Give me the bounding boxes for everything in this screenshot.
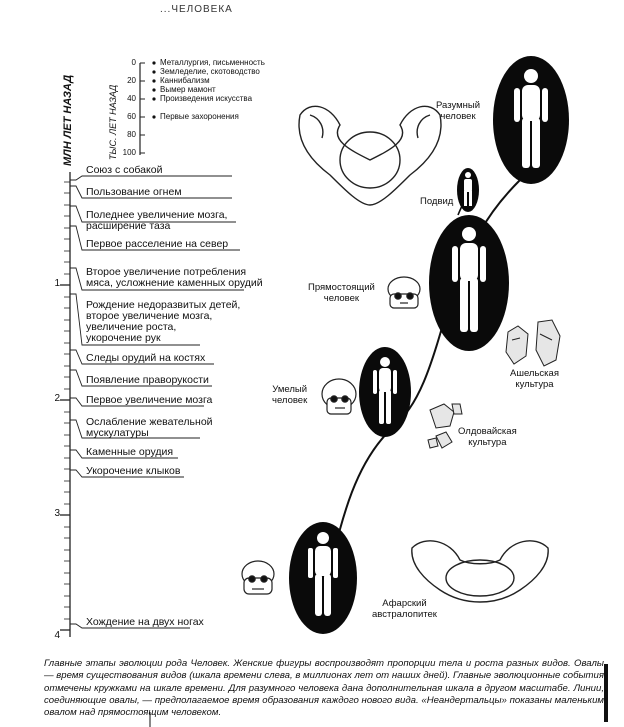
event-label: Ослабление жевательной мускулатуры	[86, 416, 213, 439]
pelvis-sapiens	[298, 105, 442, 206]
stage-label-afarensis: Афарский австралопитек	[372, 598, 437, 620]
small-event-4: Вымер мамонт	[160, 85, 216, 94]
small-axis-tick-20: 20	[127, 76, 136, 85]
oval-afarensis	[289, 522, 357, 634]
skull-habilis	[321, 378, 357, 415]
stage-label-erectus: Прямостоящий человек	[308, 282, 375, 304]
figure-caption: Главные этапы эволюции рода Человек. Жен…	[44, 658, 604, 719]
stage-label-podvid: Подвид	[420, 196, 454, 207]
small-axis-tick-60: 60	[127, 112, 136, 121]
event-label: Следы орудий на костях	[86, 352, 206, 364]
event-label: Каменные орудия	[86, 446, 174, 458]
event-label: Рождение недоразвитых детей, второе увел…	[86, 299, 241, 344]
event-line-8	[70, 369, 212, 387]
event-line-11	[70, 449, 178, 459]
pelvis-afarensis	[411, 540, 549, 603]
stage-label-habilis: Умелый человек	[272, 384, 308, 406]
event-label: Поледнее увеличение мозга, расширение та…	[86, 209, 228, 232]
main-axis-label: МЛН ЛЕТ НАЗАД	[62, 74, 74, 166]
oval-podvid	[457, 168, 479, 212]
event-line-12	[70, 469, 184, 478]
event-connectors	[70, 175, 244, 629]
main-axis-tick-4: 4	[54, 630, 60, 641]
main-axis-tick-3: 3	[54, 508, 60, 519]
main-axis-tick-1: 1	[54, 278, 60, 289]
event-line-5	[70, 267, 244, 291]
page-edge	[604, 664, 608, 722]
small-axis-tick-40: 40	[127, 94, 136, 103]
event-line-4	[70, 225, 240, 251]
event-label: Второе увеличение потребления мяса, усло…	[86, 266, 263, 289]
main-axis-minor-ticks	[64, 181, 70, 620]
event-line-6	[70, 293, 200, 346]
skull-erectus	[387, 276, 421, 309]
skull-afarensis	[241, 560, 275, 595]
tools-acheulean	[505, 319, 561, 367]
stage-label-sapiens: Разумный человек	[436, 100, 481, 122]
tools-olduvai	[427, 403, 463, 449]
event-line-3	[70, 205, 236, 223]
event-label: Пользование огнем	[86, 186, 182, 198]
event-label: Появление праворукости	[86, 374, 209, 386]
oval-sapiens	[493, 56, 569, 184]
small-axis-tick-0: 0	[131, 58, 136, 67]
event-line-10	[70, 419, 200, 439]
event-line-7	[70, 349, 214, 365]
oval-erectus	[429, 215, 509, 351]
small-event-6: Первые захоронения	[160, 112, 239, 121]
event-line-1	[70, 175, 232, 181]
event-line-9	[70, 397, 204, 407]
small-axis-ticks	[140, 62, 145, 154]
small-event-3: Каннибализм	[160, 76, 210, 85]
small-event-1: Металлургия, письменность	[160, 58, 265, 67]
oval-habilis	[359, 347, 411, 437]
small-event-5: Произведения искусства	[160, 94, 253, 103]
main-axis-tick-2: 2	[54, 393, 60, 404]
event-label: Первое расселение на север	[86, 238, 229, 250]
main-axis-major-ticks	[60, 284, 70, 631]
culture-label-olduvai: Олдовайская культура	[458, 426, 517, 448]
event-label: Союз с собакой	[86, 164, 163, 176]
event-label: Хождение на двух ногах	[86, 616, 204, 628]
event-line-2	[70, 185, 232, 199]
event-line-13	[70, 623, 190, 629]
event-label: Первое увеличение мозга	[86, 394, 213, 406]
page-header: ...ЧЕЛОВЕКА	[160, 4, 233, 15]
small-axis-dots	[152, 61, 156, 119]
small-axis-tick-100: 100	[122, 148, 136, 157]
culture-label-acheulean: Ашельская культура	[510, 368, 559, 390]
small-event-2: Земледелие, скотоводство	[160, 67, 260, 76]
event-label: Укорочение клыков	[86, 465, 181, 477]
small-axis-tick-80: 80	[127, 130, 136, 139]
